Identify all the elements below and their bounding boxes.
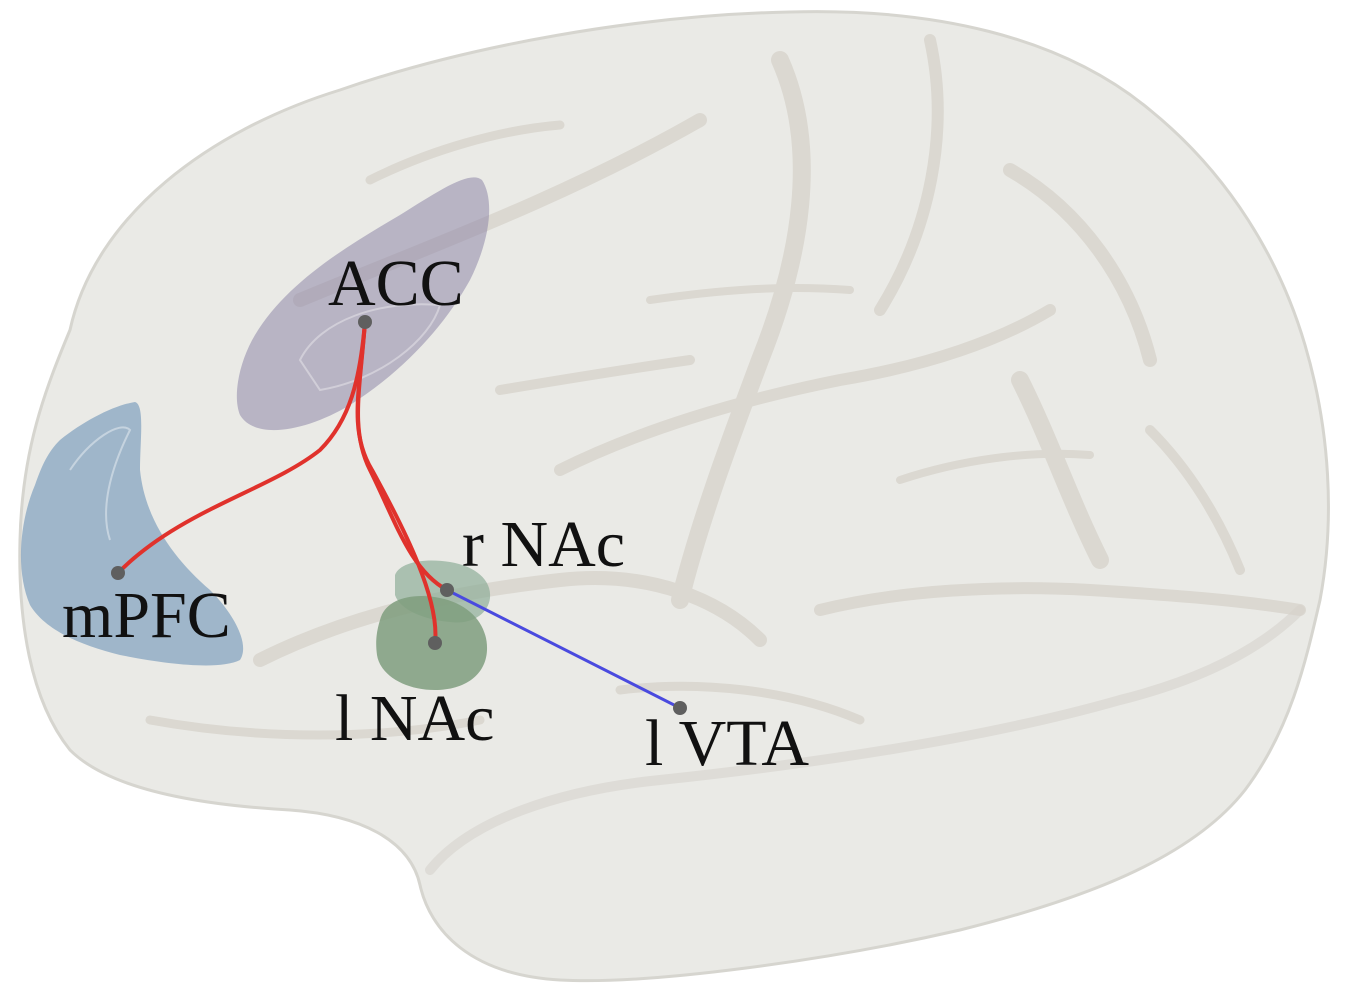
acc-node	[358, 315, 372, 329]
connection-r-nac-l-vta	[445, 588, 682, 710]
labels: ACC mPFC r NAc l NAc l VTA	[62, 247, 809, 780]
mpfc-region	[20, 402, 244, 666]
sulci	[145, 34, 1306, 740]
brain-surface	[18, 10, 1330, 983]
connections	[116, 320, 682, 710]
mpfc-surface-curve	[69, 426, 132, 541]
brain-outline	[18, 10, 1330, 983]
r-nac-node	[440, 583, 454, 597]
mpfc-label: mPFC	[62, 579, 231, 652]
r-nac-label: r NAc	[462, 508, 625, 581]
l-vta-label: l VTA	[645, 707, 809, 780]
acc-label: ACC	[328, 247, 464, 320]
mpfc-node	[111, 566, 125, 580]
temporal-lobe-contour	[425, 605, 1305, 875]
connection-acc-l-nac	[355, 320, 438, 645]
l-vta-node	[673, 701, 687, 715]
connection-acc-mpfc	[116, 320, 367, 575]
l-nac-node	[428, 636, 442, 650]
acc-region	[236, 177, 490, 431]
l-nac-label: l NAc	[335, 682, 494, 755]
nodes	[111, 315, 687, 715]
